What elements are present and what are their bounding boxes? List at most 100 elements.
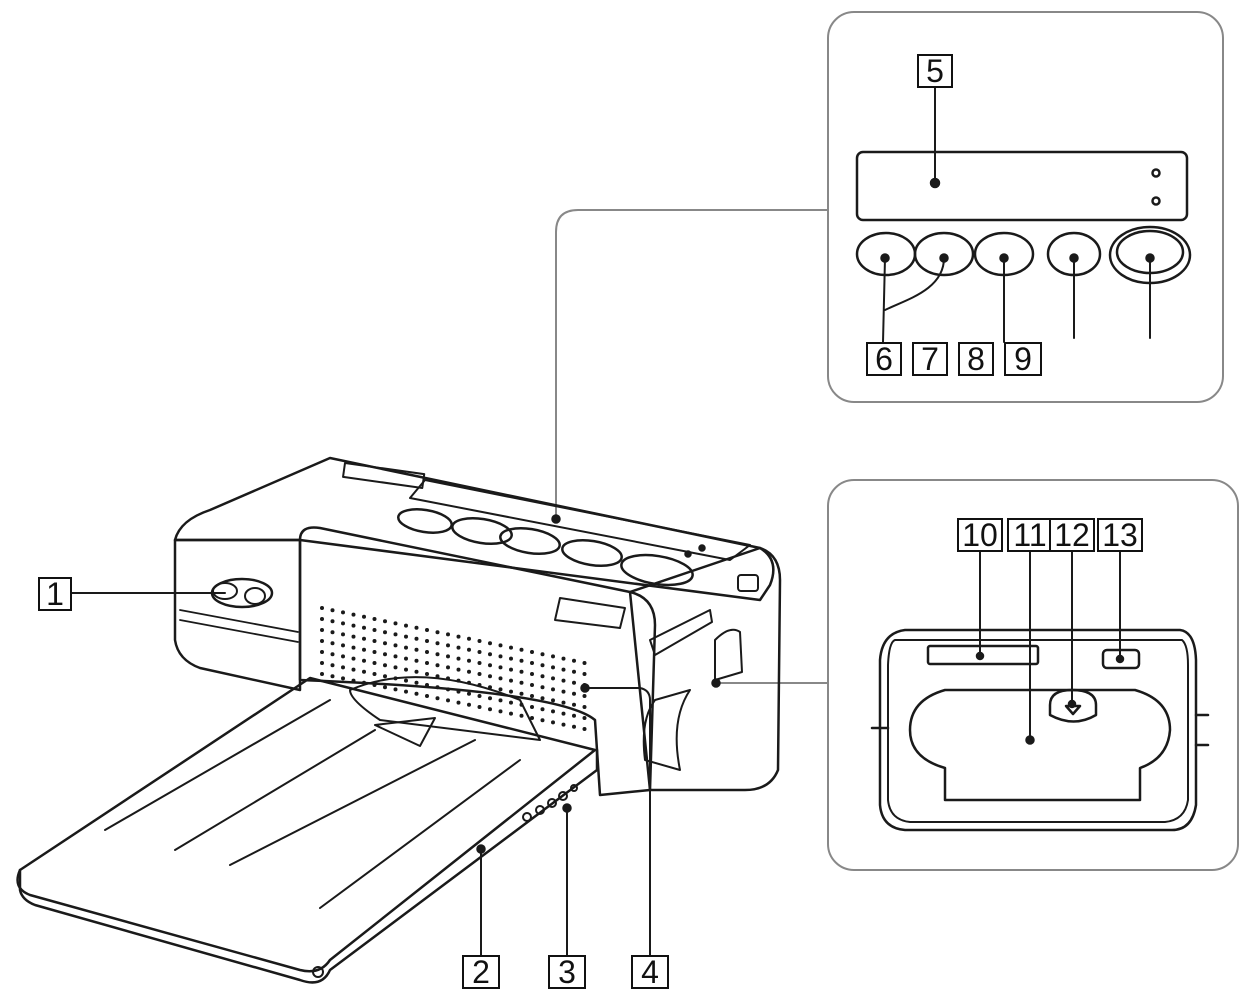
callout-10: 10 — [957, 518, 1003, 552]
vent-hole — [582, 672, 587, 676]
vent-hole — [372, 661, 377, 665]
vent-hole — [320, 672, 324, 676]
vent-hole — [320, 628, 324, 632]
vent-hole — [582, 694, 587, 698]
vent-hole — [509, 678, 513, 683]
vent-hole — [551, 665, 555, 670]
vent-hole — [456, 700, 461, 705]
vent-hole — [540, 652, 545, 657]
vent-hole — [320, 606, 324, 610]
vent-hole — [393, 687, 398, 692]
vent-hole — [351, 623, 356, 628]
vent-hole — [393, 632, 398, 637]
vent-hole — [467, 691, 471, 696]
ventilation-grille — [320, 606, 587, 731]
vent-hole — [425, 628, 429, 632]
vent-hole — [362, 625, 366, 630]
vent-hole — [435, 685, 440, 690]
vent-hole — [540, 685, 545, 690]
vent-hole — [509, 667, 513, 672]
printer-front-face — [298, 526, 657, 797]
vent-hole — [425, 694, 429, 698]
tray-top — [16, 676, 597, 973]
vent-hole — [561, 700, 566, 705]
vent-hole — [393, 621, 398, 626]
vent-hole — [498, 654, 503, 659]
vent-hole — [330, 608, 335, 613]
vent-hole — [372, 672, 377, 676]
vent-hole — [330, 652, 335, 657]
vent-hole — [446, 698, 450, 703]
vent-hole — [362, 647, 366, 652]
vent-hole — [320, 617, 324, 621]
vent-hole — [372, 617, 377, 621]
vent-hole — [330, 619, 335, 624]
callout-4: 4 — [631, 955, 669, 989]
vent-hole — [372, 650, 377, 654]
vent-hole — [414, 658, 419, 663]
printer-top-surface — [173, 456, 775, 602]
vent-hole — [362, 614, 366, 619]
vent-hole — [330, 630, 335, 635]
vent-hole — [540, 707, 545, 712]
vent-hole — [572, 713, 576, 718]
vent-hole — [362, 636, 366, 641]
vent-hole — [477, 705, 482, 709]
vent-hole — [435, 630, 440, 635]
vent-hole — [509, 711, 513, 716]
vent-hole — [477, 672, 482, 676]
vent-hole — [320, 639, 324, 643]
vent-hole — [551, 687, 555, 692]
vent-hole — [414, 647, 419, 652]
vent-hole — [572, 702, 576, 707]
vent-hole — [572, 669, 576, 674]
vent-hole — [383, 663, 387, 668]
vent-hole — [393, 643, 398, 648]
vent-hole — [341, 621, 345, 626]
vent-hole — [393, 654, 398, 659]
vent-hole — [530, 650, 534, 654]
vent-hole — [551, 654, 555, 659]
vent-hole — [488, 641, 492, 646]
vent-hole — [467, 658, 471, 663]
callout-3: 3 — [548, 955, 586, 989]
vent-hole — [446, 687, 450, 692]
vent-hole — [425, 683, 429, 687]
vent-hole — [498, 665, 503, 670]
callout-2: 2 — [462, 955, 500, 989]
vent-hole — [435, 696, 440, 701]
vent-hole — [362, 658, 366, 663]
vent-hole — [551, 676, 555, 681]
vent-hole — [456, 667, 461, 672]
vent-hole — [498, 687, 503, 692]
vent-hole — [435, 674, 440, 679]
vent-hole — [488, 652, 492, 657]
vent-hole — [498, 698, 503, 703]
vent-hole — [341, 654, 345, 659]
vent-hole — [341, 676, 345, 681]
vent-hole — [393, 665, 398, 670]
vent-hole — [477, 694, 482, 698]
vent-hole — [351, 645, 356, 650]
control-panel-detail — [827, 11, 1224, 403]
vent-hole — [320, 650, 324, 654]
vent-hole — [572, 680, 576, 685]
vent-hole — [519, 669, 524, 674]
callout-12: 12 — [1049, 518, 1095, 552]
vent-hole — [467, 647, 471, 652]
vent-hole — [404, 634, 408, 639]
vent-hole — [540, 663, 545, 668]
callout-7: 7 — [912, 342, 948, 376]
vent-hole — [467, 702, 471, 707]
indicator-lamp-lower — [1151, 196, 1161, 206]
cleaning-cartridge-bay — [908, 688, 1172, 802]
vent-hole — [477, 650, 482, 654]
vent-hole — [414, 636, 419, 641]
leader-4 — [584, 687, 651, 956]
vent-hole — [425, 672, 429, 676]
leader-6-7 — [882, 257, 945, 343]
callout-1: 1 — [38, 577, 72, 611]
vent-hole — [351, 634, 356, 639]
vent-hole — [519, 680, 524, 685]
